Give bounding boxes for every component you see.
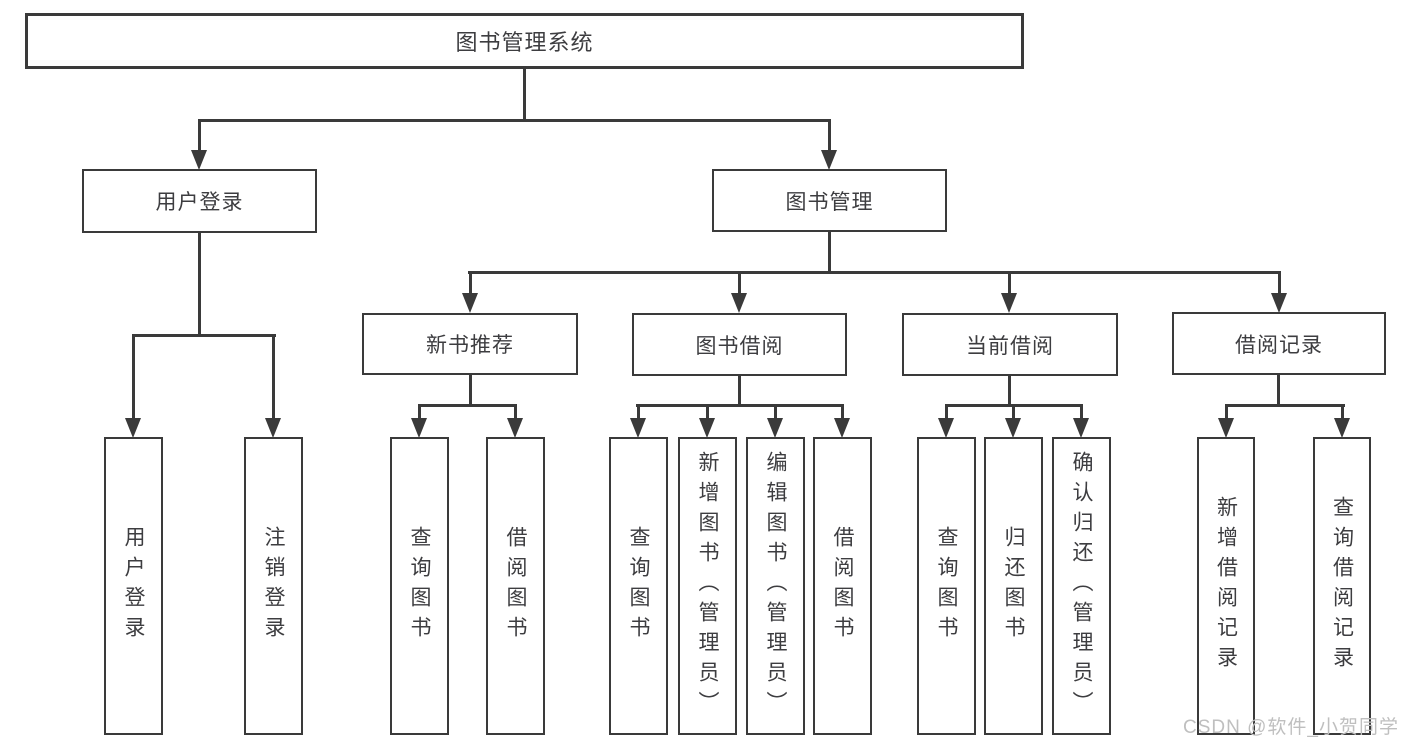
- node-label: 图书管理系统: [455, 30, 594, 55]
- connector-to-book-borrow: [738, 271, 741, 294]
- leaf-query-borrow-record: 查询借阅记录: [1313, 437, 1371, 735]
- leaf-label: 确认归还（管理员）: [1070, 451, 1093, 721]
- csdn-watermark: CSDN @软件_小贺同学: [1183, 717, 1399, 738]
- leaf-add-borrow-record: 新增借阅记录: [1197, 437, 1255, 735]
- connector-to-user-login: [198, 119, 201, 151]
- arrow-down-icon: [938, 418, 954, 438]
- node-library-management-system: 图书管理系统: [25, 13, 1024, 69]
- connector-leaf: [514, 404, 517, 419]
- arrow-down-icon: [699, 418, 715, 438]
- connector-to-new-book-recommend: [469, 271, 472, 294]
- leaf-confirm-return-admin: 确认归还（管理员）: [1052, 437, 1111, 735]
- connector-to-leaf-user-login: [132, 334, 135, 419]
- connector-current-borrow-stem: [1008, 376, 1011, 406]
- connector-leaf: [1225, 404, 1228, 419]
- connector-user-login-bar: [132, 334, 276, 337]
- arrow-down-icon: [1218, 418, 1234, 438]
- connector-new-book-bar: [418, 404, 517, 407]
- connector-book-borrow-bar: [636, 404, 844, 407]
- leaf-label: 查询图书: [408, 526, 431, 646]
- connector-leaf: [1341, 404, 1344, 419]
- connector-book-management-stem: [828, 232, 831, 273]
- arrow-down-icon: [834, 418, 850, 438]
- arrow-down-icon: [731, 293, 747, 313]
- connector-leaf: [1080, 404, 1083, 419]
- node-label: 当前借阅: [966, 334, 1054, 358]
- leaf-query-books-current: 查询图书: [917, 437, 976, 735]
- leaf-query-books-recommend: 查询图书: [390, 437, 449, 735]
- leaf-label: 查询借阅记录: [1330, 496, 1354, 676]
- arrow-down-icon: [1073, 418, 1089, 438]
- connector-to-leaf-logout: [272, 334, 275, 419]
- node-label: 图书管理: [785, 190, 874, 214]
- leaf-return-book: 归还图书: [984, 437, 1043, 735]
- node-book-management: 图书管理: [712, 169, 947, 232]
- arrow-down-icon: [507, 418, 523, 438]
- connector-to-current-borrow: [1008, 271, 1011, 294]
- leaf-label: 编辑图书（管理员）: [764, 451, 787, 721]
- leaf-label: 归还图书: [1002, 526, 1025, 646]
- connector-root-stem: [523, 69, 526, 120]
- leaf-label: 新增借阅记录: [1214, 496, 1238, 676]
- arrow-down-icon: [1001, 293, 1017, 313]
- node-current-borrow: 当前借阅: [902, 313, 1118, 376]
- leaf-edit-book-admin: 编辑图书（管理员）: [746, 437, 805, 735]
- node-label: 新书推荐: [426, 334, 514, 357]
- connector-leaf: [1012, 404, 1015, 419]
- arrow-down-icon: [767, 418, 783, 438]
- node-new-book-recommend: 新书推荐: [362, 313, 578, 375]
- connector-new-book-stem: [469, 375, 472, 406]
- node-label: 图书借阅: [695, 334, 784, 358]
- connector-leaf: [418, 404, 421, 419]
- connector-leaf: [774, 404, 777, 419]
- connector-borrow-records-bar: [1225, 404, 1345, 407]
- leaf-add-book-admin: 新增图书（管理员）: [678, 437, 737, 735]
- connector-leaf: [945, 404, 948, 419]
- connector-to-borrow-records: [1278, 271, 1281, 294]
- arrow-down-icon: [125, 418, 141, 438]
- leaf-borrow-books-recommend: 借阅图书: [486, 437, 545, 735]
- arrow-down-icon: [462, 293, 478, 313]
- leaf-user-login: 用户登录: [104, 437, 163, 735]
- connector-borrow-records-stem: [1277, 375, 1280, 406]
- arrow-down-icon: [265, 418, 281, 438]
- connector-leaf: [637, 404, 640, 419]
- leaf-label: 查询图书: [935, 526, 958, 646]
- leaf-label: 新增图书（管理员）: [696, 451, 719, 721]
- leaf-borrow-books: 借阅图书: [813, 437, 872, 735]
- node-user-login: 用户登录: [82, 169, 317, 233]
- leaf-label: 用户登录: [122, 526, 145, 646]
- connector-to-book-management: [828, 119, 831, 151]
- connector-leaf: [841, 404, 844, 419]
- node-borrow-records: 借阅记录: [1172, 312, 1386, 375]
- arrow-down-icon: [630, 418, 646, 438]
- leaf-logout: 注销登录: [244, 437, 303, 735]
- arrow-down-icon: [191, 150, 207, 170]
- leaf-label: 借阅图书: [831, 526, 854, 646]
- leaf-query-books-borrow: 查询图书: [609, 437, 668, 735]
- connector-leaf: [706, 404, 709, 419]
- node-label: 用户登录: [155, 191, 244, 214]
- connector-root-bar: [198, 119, 831, 122]
- arrow-down-icon: [1271, 293, 1287, 313]
- connector-book-management-bar: [468, 271, 1281, 274]
- connector-user-login-stem: [198, 233, 201, 336]
- arrow-down-icon: [411, 418, 427, 438]
- leaf-label: 查询图书: [627, 526, 650, 646]
- arrow-down-icon: [821, 150, 837, 170]
- node-label: 借阅记录: [1235, 333, 1323, 357]
- node-book-borrow: 图书借阅: [632, 313, 847, 376]
- arrow-down-icon: [1005, 418, 1021, 438]
- leaf-label: 注销登录: [262, 526, 285, 646]
- leaf-label: 借阅图书: [504, 526, 527, 646]
- connector-book-borrow-stem: [738, 376, 741, 406]
- arrow-down-icon: [1334, 418, 1350, 438]
